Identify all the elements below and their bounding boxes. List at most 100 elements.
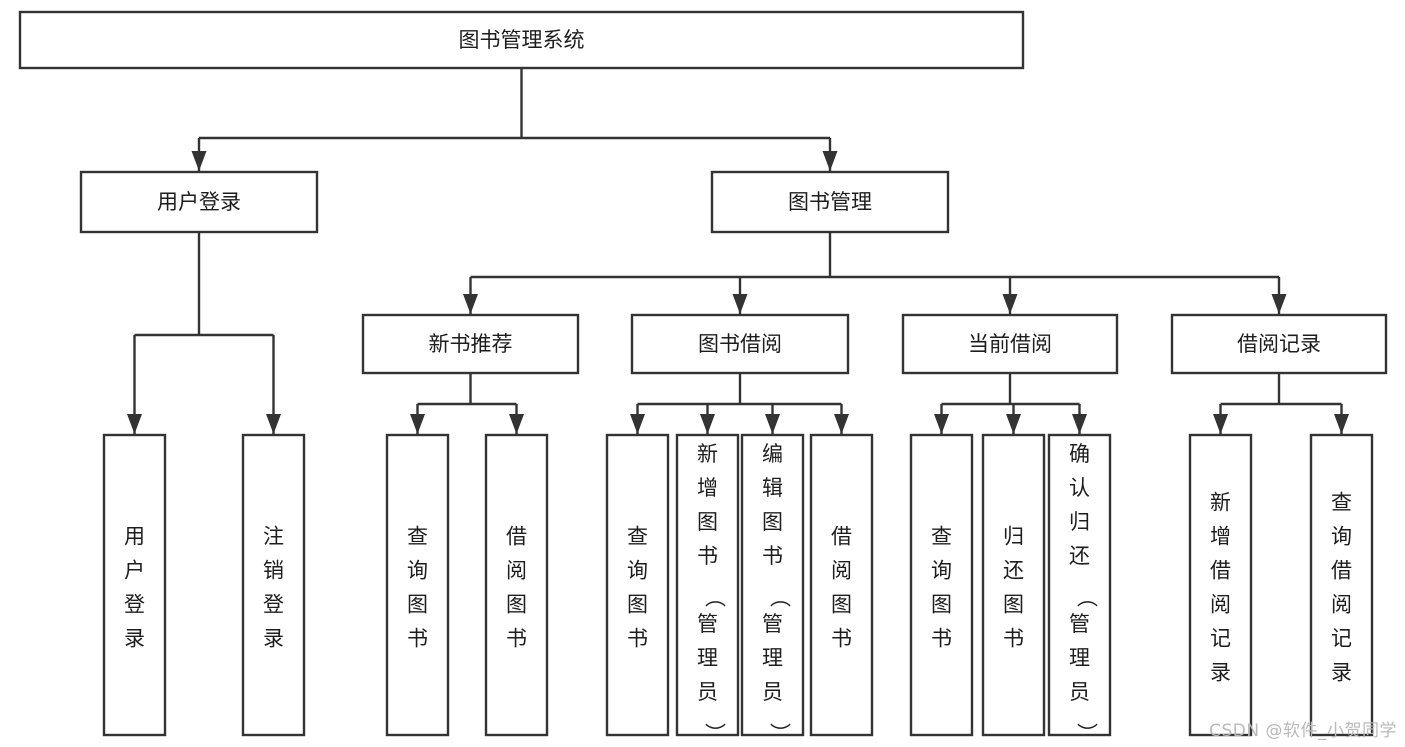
leaf-node-label: 用户登录 bbox=[124, 525, 145, 651]
level3-node-box[interactable] bbox=[1170, 313, 1388, 375]
svg-text:）: ） bbox=[768, 723, 792, 744]
level2-node-label: 图书管理 bbox=[788, 190, 872, 214]
svg-text:阅: 阅 bbox=[831, 559, 852, 583]
arrow-head-icon bbox=[630, 414, 645, 434]
level3-node-box[interactable] bbox=[901, 313, 1119, 375]
svg-text:图: 图 bbox=[627, 593, 648, 617]
svg-text:注: 注 bbox=[263, 525, 284, 549]
arrow-head-icon bbox=[509, 414, 524, 434]
leaf-node-box[interactable] bbox=[605, 433, 670, 737]
svg-text:书: 书 bbox=[1003, 627, 1024, 651]
level3-node-box[interactable] bbox=[361, 313, 580, 375]
level3-node-label: 图书借阅 bbox=[698, 332, 782, 356]
svg-text:新: 新 bbox=[1210, 491, 1231, 515]
leaf-node-box[interactable] bbox=[484, 433, 549, 737]
leaf-node-box[interactable] bbox=[1309, 433, 1374, 737]
svg-text:销: 销 bbox=[263, 559, 284, 583]
arrow-head-icon bbox=[1072, 414, 1087, 434]
svg-text:）: ） bbox=[1075, 723, 1099, 744]
leaf-node-box[interactable] bbox=[740, 433, 805, 737]
node-boxes-layer bbox=[18, 10, 1388, 737]
svg-text:增: 增 bbox=[697, 476, 718, 500]
leaf-node-box[interactable] bbox=[981, 433, 1046, 737]
level2-node-box[interactable] bbox=[79, 170, 319, 234]
arrow-head-icon bbox=[822, 151, 838, 171]
arrow-head-icon bbox=[410, 414, 425, 434]
svg-text:阅: 阅 bbox=[506, 559, 527, 583]
svg-text:员: 员 bbox=[762, 680, 783, 704]
svg-text:管: 管 bbox=[762, 612, 783, 636]
arrow-head-icon bbox=[834, 414, 849, 434]
svg-text:理: 理 bbox=[1069, 646, 1090, 670]
svg-text:（: （ bbox=[1075, 587, 1099, 608]
level2-node-label: 用户登录 bbox=[157, 190, 241, 214]
svg-text:阅: 阅 bbox=[1210, 593, 1231, 617]
arrow-head-icon bbox=[463, 294, 478, 314]
svg-text:还: 还 bbox=[1003, 559, 1024, 583]
svg-text:阅: 阅 bbox=[1331, 593, 1352, 617]
svg-text:录: 录 bbox=[1331, 661, 1352, 685]
arrow-head-icon bbox=[700, 414, 715, 434]
leaf-node-box[interactable] bbox=[241, 433, 306, 737]
svg-text:录: 录 bbox=[124, 627, 145, 651]
svg-text:确: 确 bbox=[1069, 442, 1090, 466]
svg-text:（: （ bbox=[768, 587, 792, 608]
leaf-node-box[interactable] bbox=[385, 433, 450, 737]
svg-text:）: ） bbox=[703, 723, 727, 744]
arrow-head-icon bbox=[1334, 414, 1349, 434]
svg-text:书: 书 bbox=[407, 627, 428, 651]
leaf-node-box[interactable] bbox=[675, 433, 740, 737]
svg-text:询: 询 bbox=[627, 559, 648, 583]
arrow-head-icon bbox=[266, 414, 281, 434]
svg-text:图: 图 bbox=[931, 593, 952, 617]
arrow-head-icon bbox=[191, 151, 207, 171]
svg-text:图: 图 bbox=[762, 510, 783, 534]
svg-text:借: 借 bbox=[1331, 559, 1352, 583]
svg-text:录: 录 bbox=[263, 627, 284, 651]
leaf-node-box[interactable] bbox=[102, 433, 167, 737]
leaf-node-box[interactable] bbox=[1047, 433, 1112, 737]
svg-text:登: 登 bbox=[263, 593, 284, 617]
leaf-node-box[interactable] bbox=[809, 433, 874, 737]
svg-text:还: 还 bbox=[1069, 544, 1090, 568]
root-node-box[interactable] bbox=[18, 10, 1025, 70]
svg-text:询: 询 bbox=[931, 559, 952, 583]
leaf-node-box[interactable] bbox=[909, 433, 974, 737]
svg-text:借: 借 bbox=[831, 525, 852, 549]
svg-text:查: 查 bbox=[1331, 491, 1352, 515]
svg-text:新: 新 bbox=[697, 442, 718, 466]
svg-text:查: 查 bbox=[931, 525, 952, 549]
leaf-node-box[interactable] bbox=[1188, 433, 1253, 737]
svg-text:理: 理 bbox=[697, 646, 718, 670]
svg-text:员: 员 bbox=[697, 680, 718, 704]
svg-text:借: 借 bbox=[1210, 559, 1231, 583]
level3-node-label: 借阅记录 bbox=[1237, 332, 1321, 356]
connector-lines-layer bbox=[127, 68, 1349, 434]
svg-text:增: 增 bbox=[1210, 525, 1231, 549]
svg-text:用: 用 bbox=[124, 525, 145, 549]
arrow-head-icon bbox=[127, 414, 142, 434]
svg-text:图: 图 bbox=[831, 593, 852, 617]
level2-node-box[interactable] bbox=[710, 170, 950, 234]
arrow-head-icon bbox=[765, 414, 780, 434]
svg-text:图: 图 bbox=[407, 593, 428, 617]
arrow-head-icon bbox=[1006, 414, 1021, 434]
svg-text:书: 书 bbox=[931, 627, 952, 651]
level3-node-box[interactable] bbox=[630, 313, 850, 375]
svg-text:录: 录 bbox=[1210, 661, 1231, 685]
svg-text:书: 书 bbox=[831, 627, 852, 651]
arrow-head-icon bbox=[732, 294, 748, 314]
svg-text:归: 归 bbox=[1003, 525, 1024, 549]
